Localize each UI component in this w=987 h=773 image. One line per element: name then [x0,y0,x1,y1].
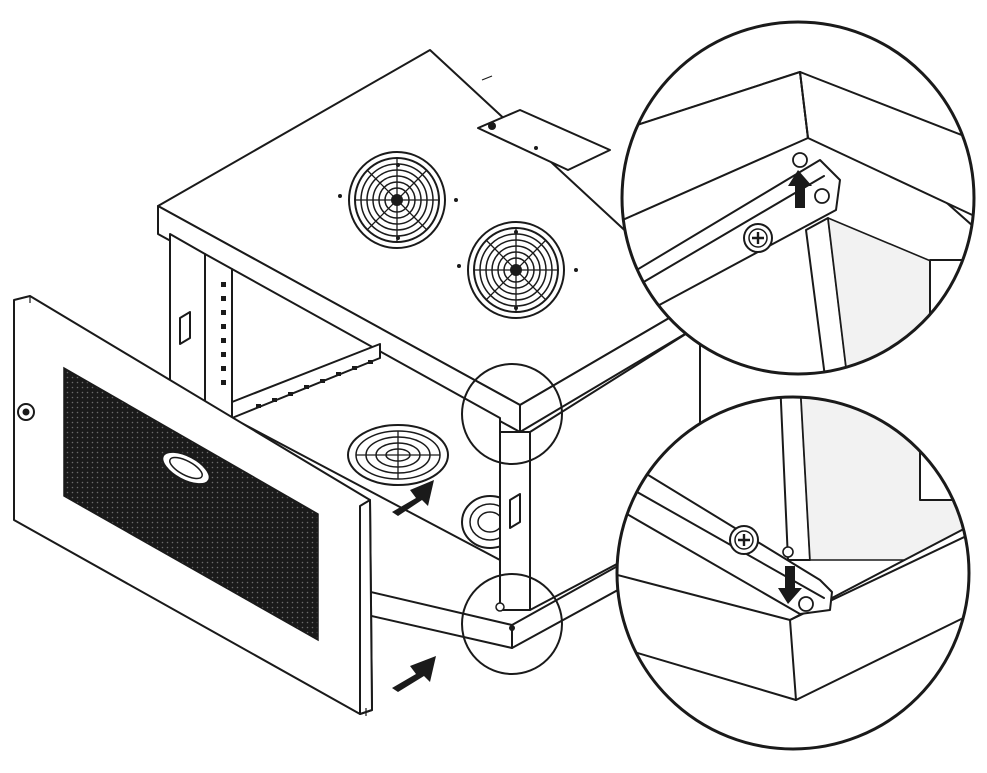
door-lock-knob [17,403,35,421]
front-door [13,295,373,716]
roof-fan-right [467,221,565,319]
door-perforated-panel [63,366,319,642]
callout-top-hinge [461,363,563,465]
interior-rail [231,343,381,419]
interior-rail-holes [256,360,373,408]
fan-mount-holes [338,146,578,310]
insert-arrow-lower [392,656,436,692]
front-post-right [499,431,531,611]
detail-arrow-up [788,170,812,208]
top-hinge-detail [620,20,976,376]
cabinet-left-side [169,233,206,403]
wall-bracket [477,109,611,171]
cabinet [157,49,701,649]
callout-bottom-hinge [461,573,563,675]
front-rail-left [204,253,233,419]
floor-fan-left [347,424,449,486]
door-edge [359,499,373,715]
rail-holes-left [221,282,226,385]
detail-arrow-down [778,566,802,604]
door-logo-badge [161,450,211,486]
insert-arrow-upper [392,480,434,516]
